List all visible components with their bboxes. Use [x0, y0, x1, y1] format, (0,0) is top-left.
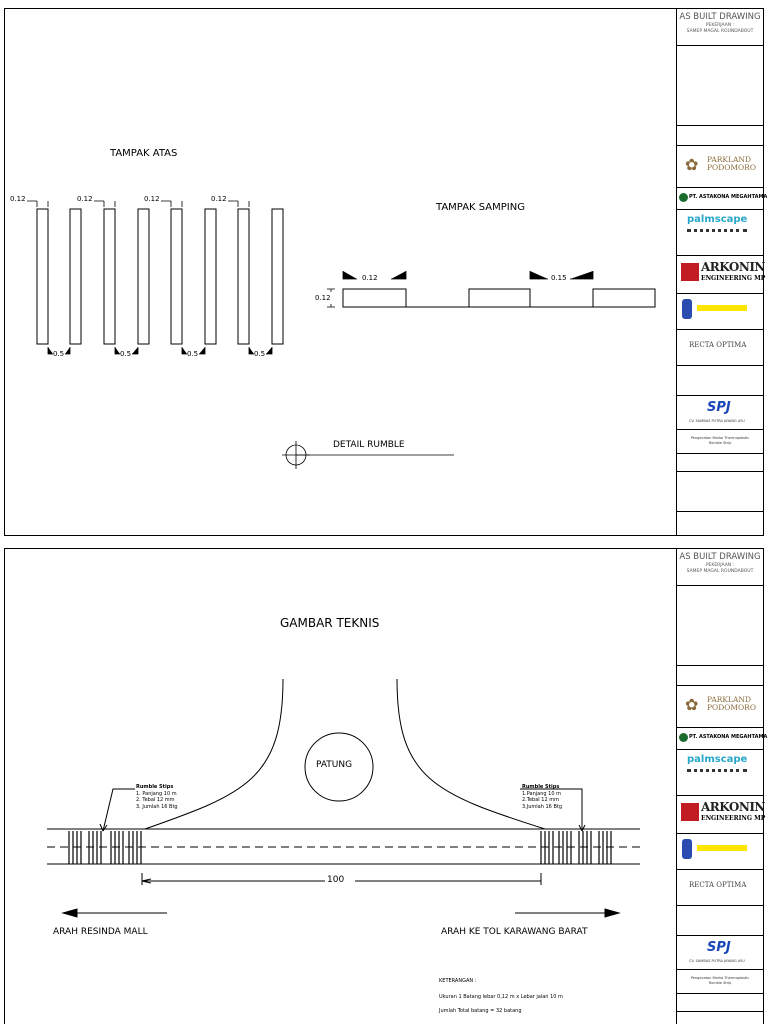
recta-optima-logo: RECTA OPTIMA [689, 341, 747, 349]
consultant-logo-icon [682, 839, 692, 859]
side-view-block [468, 288, 531, 308]
arkonin-logo-icon [681, 263, 699, 281]
astakona-logo: PT. ASTAKONA MEGAHTAMA [689, 734, 768, 740]
astakona-logo: PT. ASTAKONA MEGAHTAMA [689, 194, 768, 200]
consultant-logo-banner [697, 305, 747, 311]
dim-label: 0.12 [211, 195, 227, 203]
dim-label: 0.5 [120, 350, 132, 358]
spj-logo: SPJ [707, 400, 731, 415]
statue-circle [304, 732, 374, 802]
arkonin-logo-icon [681, 803, 699, 821]
direction-left: ARAH RESINDA MALL [53, 927, 148, 937]
palmscape-logo: palmscape [687, 214, 748, 225]
dim-label: 0.5 [254, 350, 266, 358]
side-view-block [592, 288, 656, 308]
rumble-note-left: Rumble Stips 1. Panjang 10 m 2. Tebal 12… [136, 784, 178, 810]
parkland-logo-icon: ✿ [685, 695, 699, 714]
dim-label: 0.15 [551, 274, 567, 282]
dim-label: 0.12 [77, 195, 93, 203]
drawing-sheet-detail: TAMPAK ATAS TAMPAK SAMPING DETAIL RUMBLE… [4, 8, 767, 536]
top-view-bar [237, 208, 250, 345]
dim-label: 0.12 [315, 294, 331, 302]
top-view-bar [69, 208, 82, 345]
notes-line: Ukuran 1 Batang lebar 0,12 m x Lebar jal… [439, 994, 563, 1000]
work-title: Pengecatan Marka Thermoplastic [690, 976, 750, 980]
drawing-sheet-technical: GAMBAR TEKNIS PATUNG Rumble Stips 1. Pan… [4, 548, 767, 1024]
side-view-title: TAMPAK SAMPING [436, 202, 525, 213]
arkonin-logo: ARKONIN [701, 800, 765, 814]
top-view-title: TAMPAK ATAS [110, 148, 178, 159]
title-block-header: AS BUILT DRAWING [679, 12, 761, 22]
dim-label: 0.12 [10, 195, 26, 203]
astakona-logo-icon [679, 733, 688, 742]
top-view-bar [36, 208, 49, 345]
title-block-sub: PEKERJAAN : [705, 563, 735, 568]
work-title: Pengecatan Marka Thermoplastic [690, 436, 750, 440]
top-view-bar [170, 208, 183, 345]
side-view-block [342, 288, 407, 308]
dim-label: 0.5 [187, 350, 199, 358]
detail-title: DETAIL RUMBLE [333, 440, 405, 450]
spj-logo: SPJ [707, 940, 731, 955]
parkland-logo-icon: ✿ [685, 155, 699, 174]
work-title-2: Rumble Strip [708, 441, 732, 445]
palmscape-logo: palmscape [687, 754, 748, 765]
title-block: AS BUILT DRAWING PEKERJAAN : SAMEP MAGAL… [676, 9, 767, 535]
arkonin-sub: ENGINEERING MP [701, 275, 766, 282]
dim-label: 0.5 [53, 350, 65, 358]
consultant-logo-banner [697, 845, 747, 851]
drawing-title: GAMBAR TEKNIS [280, 616, 380, 630]
direction-right: ARAH KE TOL KARAWANG BARAT [441, 927, 588, 937]
top-view-bar [204, 208, 217, 345]
title-block-project: SAMEP MAGAL ROUNDABOUT [686, 29, 754, 34]
arkonin-logo: ARKONIN [701, 260, 765, 274]
spj-sub: CV. SAMBAS PUTRA JAYANG AYU [689, 419, 745, 423]
work-title-2: Rumble Strip [708, 981, 732, 985]
title-block: AS BUILT DRAWING PEKERJAAN : SAMEP MAGAL… [676, 549, 767, 1024]
roundabout-curve-right [396, 678, 546, 830]
palmscape-address [687, 229, 747, 246]
spj-sub: CV. SAMBAS PUTRA JAYANG AYU [689, 959, 745, 963]
rumble-note-right: Rumble Stips 1.Panjang 10 m 2.Tebal 12 m… [522, 784, 563, 810]
detail-rumble-drawing [27, 200, 656, 469]
technical-drawing [47, 678, 640, 918]
title-block-header: AS BUILT DRAWING [679, 552, 761, 562]
distance-label: 100 [327, 875, 345, 885]
recta-optima-logo: RECTA OPTIMA [689, 881, 747, 889]
notes-line: Jumlah Total batang = 32 batang [439, 1008, 522, 1014]
astakona-logo-icon [679, 193, 688, 202]
arrow-left-head [61, 908, 78, 918]
roundabout-curve-left [144, 678, 284, 830]
top-view-bar [137, 208, 150, 345]
notes-heading: KETERANGAN : [439, 978, 477, 984]
palmscape-address [687, 769, 747, 786]
arrow-right-head [604, 908, 621, 918]
top-view-bar [103, 208, 116, 345]
dim-label: 0.12 [362, 274, 378, 282]
dim-label: 0.12 [144, 195, 160, 203]
statue-label: PATUNG [316, 760, 353, 770]
top-view-bar [271, 208, 284, 345]
title-block-sub: PEKERJAAN : [705, 23, 735, 28]
arkonin-sub: ENGINEERING MP [701, 815, 766, 822]
consultant-logo-icon [682, 299, 692, 319]
title-block-project: SAMEP MAGAL ROUNDABOUT [686, 569, 754, 574]
